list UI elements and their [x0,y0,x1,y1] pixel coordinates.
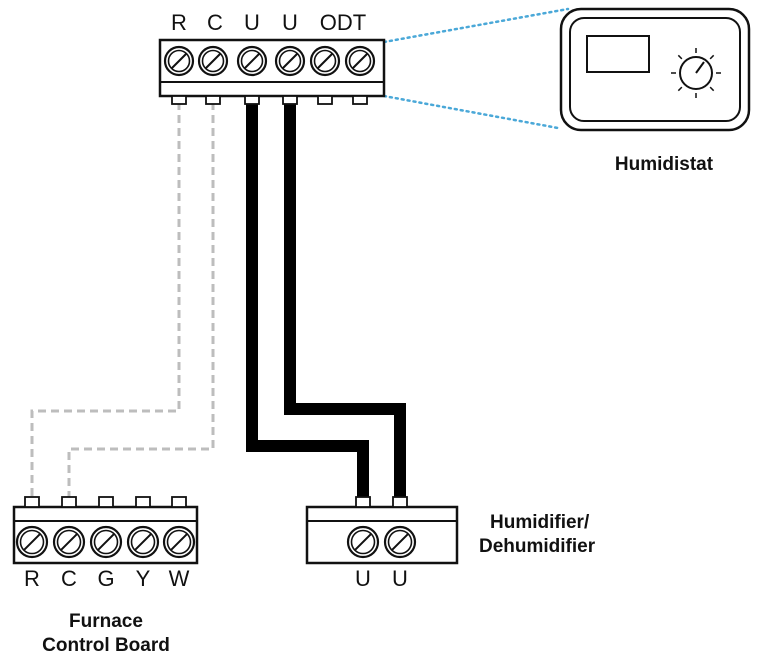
terminal-screw [346,525,380,559]
terminal-label: U [244,10,260,35]
leader-lines [382,7,570,130]
terminal-tab [205,95,221,105]
terminal-screw [52,525,86,559]
wire-u2 [284,104,406,498]
terminal-tab [135,496,151,508]
terminal-label: U [355,566,371,591]
terminal-screw [344,45,376,77]
terminal-tab [24,496,40,508]
terminal-label: G [97,566,114,591]
terminal-tab [317,95,333,105]
furnace-label-line2: Control Board [42,635,170,656]
terminal-screw [89,525,123,559]
terminal-screw [162,525,196,559]
humidistat-device: Humidistat [559,7,751,175]
terminal-tab [61,496,77,508]
wire-c [67,102,215,497]
furnace-label-line1: Furnace [69,611,143,632]
humidistat-display [586,35,650,73]
terminal-label: R [24,566,40,591]
humidistat-dial-icon [671,48,721,98]
humidifier-label-line2: Dehumidifier [479,536,596,557]
wire-r [30,102,181,497]
terminal-tab [355,496,371,508]
terminal-label: R [171,10,187,35]
solid-wires [246,104,406,498]
wire-u1 [246,104,369,498]
terminal-label: W [169,566,190,591]
terminal-tab [282,95,298,105]
dashed-wires [30,102,215,497]
terminal-tab [244,95,260,105]
terminal-label: U [282,10,298,35]
terminal-screw [236,45,268,77]
terminal-screw [383,525,417,559]
humidifier-label-line1: Humidifier/ [490,512,590,533]
terminal-tab [98,496,114,508]
terminal-label: C [207,10,223,35]
terminal-tab [171,95,187,105]
terminal-screw [126,525,160,559]
terminal-tab [392,496,408,508]
terminal-screw [163,45,195,77]
humidifier-block-body [305,505,459,565]
terminal-label: Y [136,566,151,591]
terminal-tab [352,95,368,105]
humidistat-label: Humidistat [615,154,714,175]
terminal-screw [15,525,49,559]
terminal-label: C [61,566,77,591]
terminal-screw [197,45,229,77]
terminal-label: U [392,566,408,591]
terminal-tab [171,496,187,508]
terminal-screw [309,45,341,77]
terminal-label: ODT [320,10,366,35]
terminal-screw [274,45,306,77]
